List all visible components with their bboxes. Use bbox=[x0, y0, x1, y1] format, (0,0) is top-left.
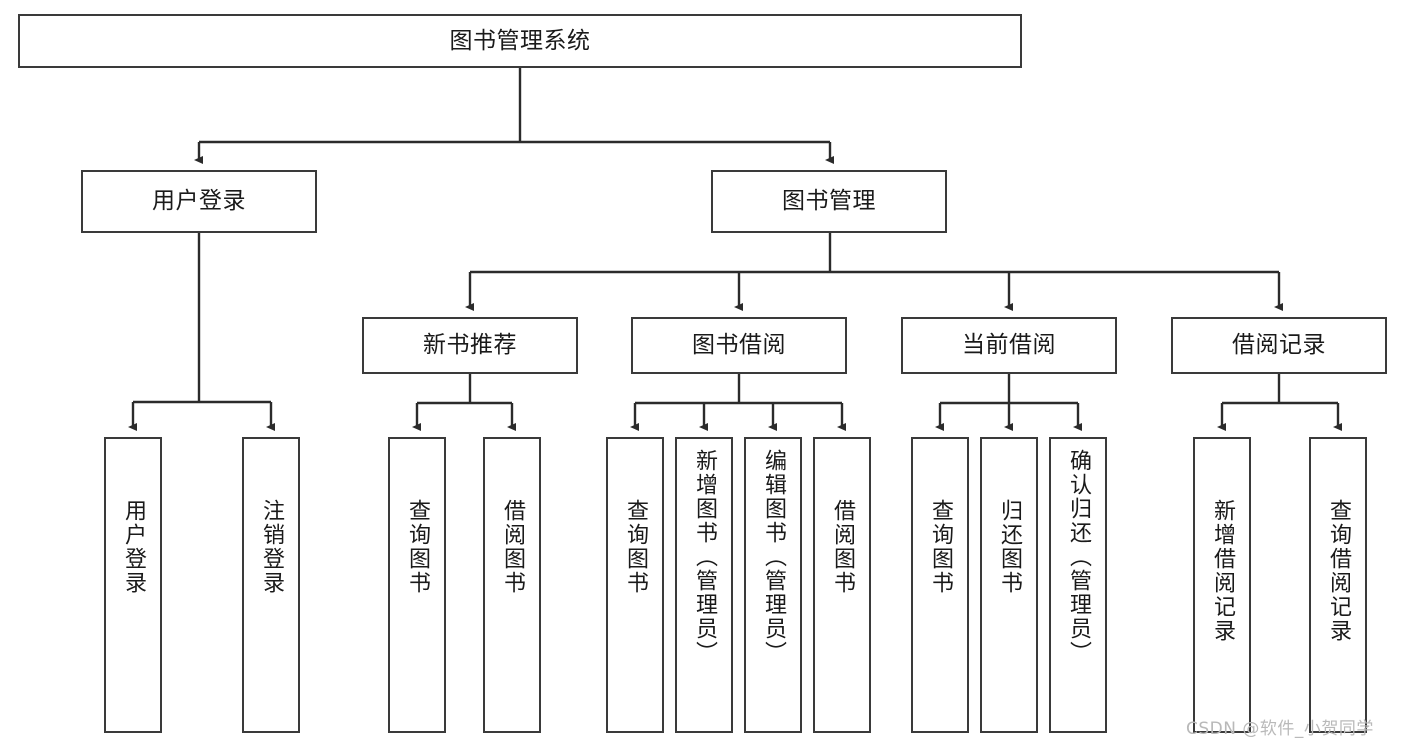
leaf-borrow-add-book-admin[interactable]: 新增图书（管理员） bbox=[675, 437, 733, 733]
node-label: 新增借阅记录 bbox=[1210, 499, 1235, 643]
leaf-recommend-borrow-book[interactable]: 借阅图书 bbox=[483, 437, 541, 733]
leaf-record-query-record[interactable]: 查询借阅记录 bbox=[1309, 437, 1367, 733]
leaf-user-login-login[interactable]: 用户登录 bbox=[104, 437, 162, 733]
leaf-current-confirm-return-admin[interactable]: 确认归还（管理员） bbox=[1049, 437, 1107, 733]
node-label: 图书管理系统 bbox=[449, 27, 591, 54]
node-label: 编辑图书（管理员） bbox=[761, 449, 786, 665]
node-label: 归还图书 bbox=[997, 499, 1022, 595]
node-label: 借阅图书 bbox=[500, 499, 525, 595]
node-label: 图书管理 bbox=[782, 188, 876, 215]
node-label: 注销登录 bbox=[259, 499, 284, 595]
node-root-system[interactable]: 图书管理系统 bbox=[18, 14, 1022, 68]
node-label: 用户登录 bbox=[152, 188, 246, 215]
node-label: 确认归还（管理员） bbox=[1066, 449, 1091, 665]
leaf-borrow-borrow-book[interactable]: 借阅图书 bbox=[813, 437, 871, 733]
node-book-borrow[interactable]: 图书借阅 bbox=[631, 317, 847, 374]
node-label: 图书借阅 bbox=[692, 332, 786, 359]
node-label: 新书推荐 bbox=[423, 332, 517, 359]
node-label: 借阅图书 bbox=[830, 499, 855, 595]
leaf-user-login-logout[interactable]: 注销登录 bbox=[242, 437, 300, 733]
node-label: 查询图书 bbox=[928, 499, 953, 595]
leaf-borrow-query-book[interactable]: 查询图书 bbox=[606, 437, 664, 733]
leaf-record-add-record[interactable]: 新增借阅记录 bbox=[1193, 437, 1251, 733]
node-label: 借阅记录 bbox=[1232, 332, 1326, 359]
node-label: 用户登录 bbox=[121, 499, 146, 595]
node-label: 查询图书 bbox=[623, 499, 648, 595]
node-borrow-record[interactable]: 借阅记录 bbox=[1171, 317, 1387, 374]
leaf-recommend-query-book[interactable]: 查询图书 bbox=[388, 437, 446, 733]
node-new-book-recommend[interactable]: 新书推荐 bbox=[362, 317, 578, 374]
node-label: 当前借阅 bbox=[962, 332, 1056, 359]
leaf-current-query-book[interactable]: 查询图书 bbox=[911, 437, 969, 733]
node-book-management[interactable]: 图书管理 bbox=[711, 170, 947, 233]
leaf-borrow-edit-book-admin[interactable]: 编辑图书（管理员） bbox=[744, 437, 802, 733]
node-user-login[interactable]: 用户登录 bbox=[81, 170, 317, 233]
node-label: 查询借阅记录 bbox=[1326, 499, 1351, 643]
node-label: 查询图书 bbox=[405, 499, 430, 595]
node-label: 新增图书（管理员） bbox=[692, 449, 717, 665]
watermark-text: CSDN @软件_小贺同学 bbox=[1186, 719, 1374, 739]
leaf-current-return-book[interactable]: 归还图书 bbox=[980, 437, 1038, 733]
node-current-borrow[interactable]: 当前借阅 bbox=[901, 317, 1117, 374]
